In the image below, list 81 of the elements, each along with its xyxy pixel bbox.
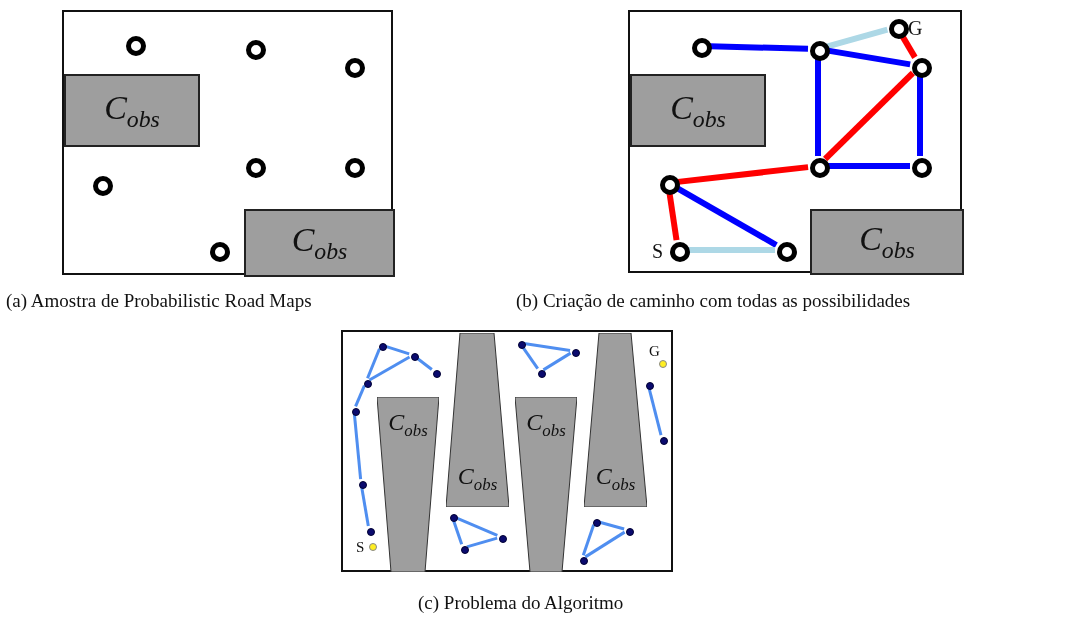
configuration-space-panel [62, 10, 393, 275]
sample-node [246, 158, 266, 178]
roadmap-edge [814, 58, 821, 156]
sample-node [246, 40, 266, 60]
roadmap-node [461, 546, 469, 554]
sample-node [912, 158, 932, 178]
obstacle-block [244, 209, 395, 277]
point-label: S [652, 241, 664, 261]
sample-node [345, 58, 365, 78]
roadmap-edge [709, 42, 808, 52]
point-label: G [649, 344, 660, 359]
roadmap-edge [647, 387, 662, 435]
sample-node [210, 242, 230, 262]
roadmap-edge [353, 384, 366, 407]
sample-node [777, 242, 797, 262]
sample-node [810, 158, 830, 178]
obstacle-label: C$_{obs}$ [525, 409, 567, 441]
obstacle-label: C$_{obs}$ [594, 463, 637, 495]
roadmap-edge [523, 341, 570, 352]
roadmap-node [499, 535, 507, 543]
obstacle-label: C$_{obs}$ [670, 88, 726, 133]
obstacle-trapezoid [584, 333, 647, 507]
configuration-space-panel [628, 10, 962, 273]
roadmap-node [433, 370, 441, 378]
sample-node [670, 242, 690, 262]
point-label: S [356, 540, 365, 555]
roadmap-node [660, 437, 668, 445]
roadmap-edge [822, 70, 915, 161]
roadmap-node [367, 528, 375, 536]
roadmap-edge [368, 355, 410, 381]
obstacle-label: C$_{obs}$ [291, 221, 348, 265]
sample-node [810, 41, 830, 61]
obstacle-label: C$_{obs}$ [859, 220, 915, 264]
sample-node [889, 19, 909, 39]
configuration-space-panel [341, 330, 673, 572]
roadmap-edge [827, 162, 910, 169]
sample-node [692, 38, 712, 58]
roadmap-edge [581, 523, 595, 556]
roadmap-edge [677, 163, 808, 185]
obstacle-block [810, 209, 964, 275]
roadmap-node [450, 514, 458, 522]
roadmap-edge [687, 246, 775, 253]
roadmap-node [646, 382, 654, 390]
figure-caption: (a) Amostra de Probabilistic Road Maps [6, 290, 312, 312]
sample-node [660, 175, 680, 195]
roadmap-edge [542, 351, 571, 371]
obstacle-label: C$_{obs}$ [456, 463, 499, 495]
roadmap-node [580, 557, 588, 565]
obstacle-block [630, 74, 766, 147]
obstacle-block [64, 74, 200, 147]
sample-node [345, 158, 365, 178]
roadmap-edge [359, 486, 370, 526]
sample-node [912, 58, 932, 78]
roadmap-edge [465, 536, 498, 548]
roadmap-node [352, 408, 360, 416]
roadmap-node [379, 343, 387, 351]
obstacle-label: C$_{obs}$ [387, 409, 429, 441]
start-goal-marker [369, 543, 377, 551]
roadmap-node [593, 519, 601, 527]
figure-caption: (c) Problema do Algoritmo [418, 592, 624, 614]
sample-node [93, 176, 113, 196]
roadmap-node [538, 370, 546, 378]
point-label: G [908, 18, 923, 38]
obstacle-trapezoid [377, 397, 439, 572]
roadmap-edge [826, 26, 888, 49]
figure-caption: (b) Criação de caminho com todas as possibilidades [516, 290, 911, 312]
roadmap-edge [584, 530, 625, 558]
obstacle-trapezoid [515, 397, 577, 572]
roadmap-edge [916, 75, 923, 156]
start-goal-marker [659, 360, 667, 368]
roadmap-edge [365, 347, 381, 379]
roadmap-node [572, 349, 580, 357]
sample-node [126, 36, 146, 56]
roadmap-node [359, 481, 367, 489]
roadmap-node [518, 341, 526, 349]
obstacle-trapezoid [446, 333, 509, 507]
roadmap-node [411, 353, 419, 361]
obstacle-label: C$_{obs}$ [104, 88, 160, 133]
roadmap-node [626, 528, 634, 536]
roadmap-edge [352, 413, 362, 479]
roadmap-node [364, 380, 372, 388]
